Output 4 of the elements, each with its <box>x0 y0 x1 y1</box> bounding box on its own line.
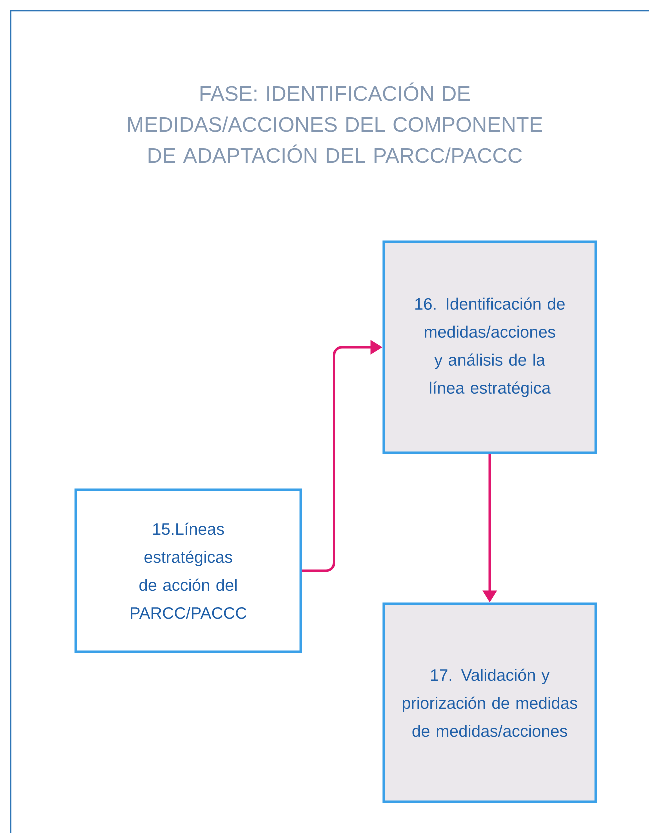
process-box: 16. Identificación de medidas/acciones y análisis de la línea estratégica <box>382 240 598 454</box>
process-box: 17. Validación y priorización de medidas de medidas/acciones <box>382 602 598 804</box>
process-box: 15.Líneas estratégicas de acción del PARCC/PACCC <box>74 488 302 654</box>
title: FASE: IDENTIFICACIÓN DE MEDIDAS/ACCIONES DEL COMPONENTE DE ADAPTACIÓN DEL PARCC/PACCC <box>128 82 542 164</box>
